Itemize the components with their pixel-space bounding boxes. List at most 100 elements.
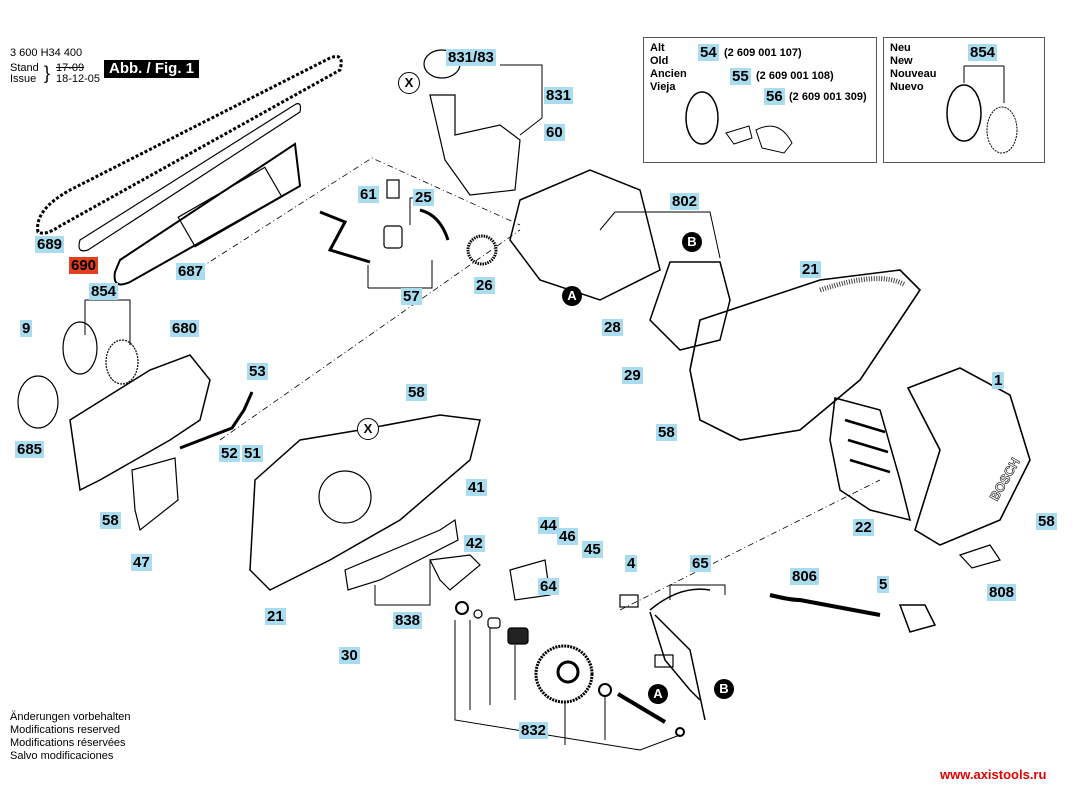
old-parts-box: Alt Old Ancien Vieja 54 (2 609 001 107) … bbox=[643, 37, 877, 163]
footer-note-de: Änderungen vorbehalten bbox=[10, 711, 131, 723]
part-label-806[interactable]: 806 bbox=[790, 568, 820, 585]
part-label-854[interactable]: 854 bbox=[968, 44, 998, 61]
lang-fr: Nouveau bbox=[890, 68, 937, 80]
part-label-680[interactable]: 680 bbox=[170, 320, 200, 337]
figure-tag: Abb. / Fig. 1 bbox=[104, 60, 199, 78]
issue-label: Issue bbox=[10, 73, 37, 85]
part-label-55[interactable]: 55 bbox=[730, 68, 751, 85]
motor-assembly bbox=[509, 169, 661, 301]
lang-es: Nuevo bbox=[890, 81, 924, 93]
part-number-54: (2 609 001 107) bbox=[724, 47, 802, 59]
bosch-logo: BOSCH bbox=[986, 455, 1022, 503]
sticker-808 bbox=[958, 544, 1001, 569]
part-label-685[interactable]: 685 bbox=[15, 441, 45, 458]
lang-de: Neu bbox=[890, 42, 911, 54]
housing-21 bbox=[689, 269, 922, 441]
part-label-21-top[interactable]: 21 bbox=[800, 261, 821, 278]
issue-date: 18-12-05 bbox=[56, 73, 101, 85]
lang-en: New bbox=[890, 55, 913, 67]
part-label-4[interactable]: 4 bbox=[625, 555, 638, 572]
connector-b-wiring: B bbox=[714, 679, 734, 699]
part-label-52[interactable]: 52 bbox=[219, 445, 240, 462]
part-label-854[interactable]: 854 bbox=[89, 283, 119, 300]
footer-note-fr: Modifications réservées bbox=[10, 737, 126, 749]
part-label-44[interactable]: 44 bbox=[538, 517, 559, 534]
part-label-690[interactable]: 690 bbox=[69, 257, 99, 274]
motor-cover-1 bbox=[906, 367, 1031, 546]
side-cover-22 bbox=[829, 397, 912, 522]
part-label-51[interactable]: 51 bbox=[242, 445, 263, 462]
part-label-42[interactable]: 42 bbox=[464, 535, 485, 552]
bracket-47 bbox=[131, 457, 179, 532]
new-parts-art bbox=[946, 65, 1018, 154]
connector-a-wiring: A bbox=[648, 684, 668, 704]
lang-de: Alt bbox=[650, 42, 665, 54]
part-label-41[interactable]: 41 bbox=[466, 479, 487, 496]
part-label-1[interactable]: 1 bbox=[992, 372, 1005, 389]
part-label-61[interactable]: 61 bbox=[358, 186, 379, 203]
housing-21-lower bbox=[249, 414, 481, 591]
switch-4 bbox=[619, 594, 639, 608]
part-label-687[interactable]: 687 bbox=[176, 263, 206, 280]
part-label-831-83[interactable]: 831/83 bbox=[446, 49, 496, 66]
brace: } bbox=[44, 63, 51, 83]
part-label-58-bracket[interactable]: 58 bbox=[100, 512, 121, 529]
lang-en: Old bbox=[650, 55, 669, 67]
part-number-55: (2 609 001 108) bbox=[756, 70, 834, 82]
gear-832 bbox=[534, 644, 594, 704]
part-label-58-motor[interactable]: 58 bbox=[656, 424, 677, 441]
footer-note-en: Modifications reserved bbox=[10, 724, 121, 736]
part-label-9[interactable]: 9 bbox=[20, 320, 33, 337]
gasket-802 bbox=[649, 261, 731, 351]
part-label-65[interactable]: 65 bbox=[690, 555, 711, 572]
part-label-838[interactable]: 838 bbox=[393, 612, 423, 629]
part-label-689[interactable]: 689 bbox=[35, 236, 65, 253]
part-label-29[interactable]: 29 bbox=[622, 367, 643, 384]
part-label-58-housing[interactable]: 58 bbox=[406, 384, 427, 401]
part-label-57[interactable]: 57 bbox=[401, 288, 422, 305]
stand-date: 17-09 bbox=[56, 62, 85, 74]
part-label-28[interactable]: 28 bbox=[602, 319, 623, 336]
website-link[interactable]: www.axistools.ru bbox=[940, 767, 1047, 782]
lang-es: Vieja bbox=[650, 81, 676, 93]
wiring-harness-65 bbox=[649, 588, 711, 721]
part-label-58-cover[interactable]: 58 bbox=[1036, 513, 1057, 530]
part-label-832[interactable]: 832 bbox=[519, 722, 549, 739]
guide-bar-690 bbox=[78, 103, 302, 252]
part-label-26[interactable]: 26 bbox=[474, 277, 495, 294]
part-label-5[interactable]: 5 bbox=[877, 576, 890, 593]
part-label-46[interactable]: 46 bbox=[557, 528, 578, 545]
oil-tank bbox=[429, 94, 521, 196]
brake-assembly-64 bbox=[509, 559, 551, 601]
stand-label: Stand bbox=[10, 62, 39, 74]
sprocket-cover-680 bbox=[69, 354, 211, 492]
part-label-53[interactable]: 53 bbox=[247, 363, 268, 380]
tensioner-838 bbox=[344, 518, 459, 591]
document-number: 3 600 H34 400 bbox=[10, 47, 83, 59]
part-label-802[interactable]: 802 bbox=[670, 193, 700, 210]
rod-53 bbox=[179, 391, 254, 450]
connector-b-motor: B bbox=[682, 232, 702, 252]
part-label-56[interactable]: 56 bbox=[764, 88, 785, 105]
connector-a-motor: A bbox=[562, 286, 582, 306]
part-label-47[interactable]: 47 bbox=[131, 554, 152, 571]
part-label-808[interactable]: 808 bbox=[987, 584, 1017, 601]
part-label-22[interactable]: 22 bbox=[853, 519, 874, 536]
part-label-21-lower[interactable]: 21 bbox=[265, 608, 286, 625]
part-label-60[interactable]: 60 bbox=[544, 124, 565, 141]
footer-note-es: Salvo modificaciones bbox=[10, 750, 114, 762]
new-parts-box: Neu New Nouveau Nuevo 854 bbox=[883, 37, 1045, 163]
power-cable-806 bbox=[769, 593, 881, 617]
part-label-64[interactable]: 64 bbox=[538, 578, 559, 595]
part-label-25[interactable]: 25 bbox=[413, 189, 434, 206]
part-label-831[interactable]: 831 bbox=[544, 87, 574, 104]
connector-x-top: X bbox=[398, 72, 420, 94]
bar-plate-687 bbox=[113, 142, 302, 286]
part-label-30[interactable]: 30 bbox=[339, 647, 360, 664]
old-parts-art bbox=[685, 91, 793, 154]
part-label-45[interactable]: 45 bbox=[582, 541, 603, 558]
part-label-54[interactable]: 54 bbox=[698, 44, 719, 61]
part-number-56: (2 609 001 309) bbox=[789, 91, 867, 103]
